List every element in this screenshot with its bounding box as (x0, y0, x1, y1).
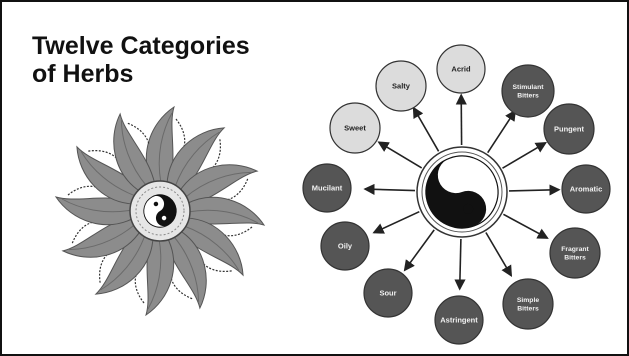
category-circle (302, 163, 352, 213)
category-node: Sweet (329, 102, 381, 154)
category-circle (502, 278, 554, 330)
arrow (412, 106, 440, 152)
arrow (487, 109, 516, 154)
page-title: Twelve Categories of Herbs (32, 32, 250, 88)
category-node: Pungent (543, 103, 595, 155)
category-node: Aromatic (561, 164, 611, 214)
category-label: Astringent (440, 316, 478, 325)
category-circle (320, 221, 370, 271)
category-node: Mucilant (302, 163, 352, 213)
category-label: Mucilant (312, 184, 343, 193)
category-node: Salty (375, 60, 427, 112)
category-circle (436, 44, 486, 94)
category-label: Salty (392, 82, 411, 91)
category-label: Sour (379, 289, 396, 298)
lotus-center-ring-inner (135, 186, 185, 236)
wheel-ring-inner (421, 151, 503, 233)
category-circle (549, 227, 601, 279)
category-circle (363, 268, 413, 318)
title-line-2: of Herbs (32, 60, 134, 88)
category-circle (329, 102, 381, 154)
arrow (502, 141, 547, 169)
arrow (485, 232, 513, 277)
petal (113, 112, 156, 193)
category-node: Oily (320, 221, 370, 271)
category-label: Aromatic (570, 185, 603, 194)
arrow-group (363, 93, 561, 291)
category-label: Sweet (344, 124, 366, 133)
arrow (503, 213, 549, 239)
arrow (454, 238, 466, 291)
arrow (372, 210, 420, 234)
arrow (377, 141, 423, 169)
yin-yang-icon (425, 155, 499, 229)
category-label: Acrid (451, 65, 471, 74)
category-node: Astringent (434, 295, 484, 345)
category-circle (375, 60, 427, 112)
category-node: Sour (363, 268, 413, 318)
arrow (403, 229, 435, 272)
category-node: Acrid (436, 44, 486, 94)
category-circle (543, 103, 595, 155)
arrow (508, 184, 561, 196)
lotus-wheel (54, 105, 266, 317)
category-circle (501, 64, 555, 118)
category-circle (434, 295, 484, 345)
category-label: Oily (338, 242, 353, 251)
title-line-1: Twelve Categories (32, 32, 250, 60)
wheel-ring-outer (416, 146, 508, 238)
lotus-yin-yang-icon (143, 194, 177, 228)
category-label: Pungent (554, 125, 584, 134)
petal-ring (54, 105, 266, 317)
petal (134, 236, 175, 317)
category-circle (561, 164, 611, 214)
arrow (363, 183, 416, 195)
